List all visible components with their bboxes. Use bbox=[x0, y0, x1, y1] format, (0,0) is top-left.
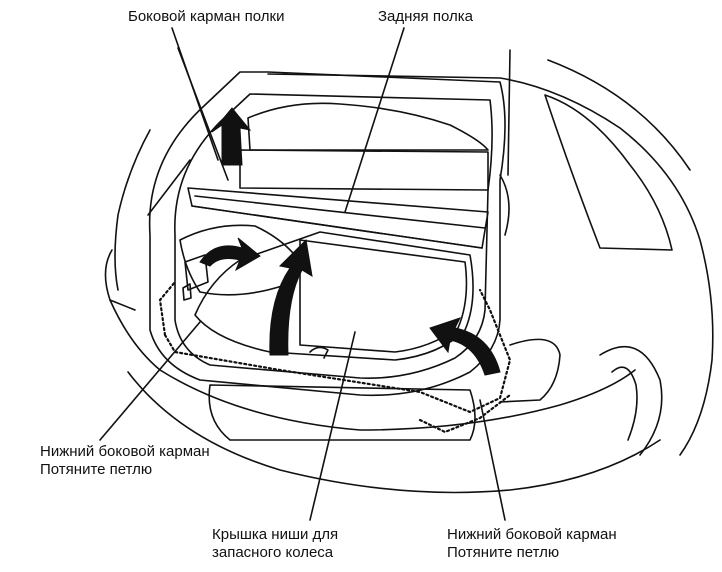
right-wheel-arch bbox=[599, 345, 663, 456]
label-lower-side-pocket-left: Нижний боковой карман Потяните петлю bbox=[40, 443, 210, 479]
rear-shelf-edge bbox=[191, 205, 483, 249]
car-roof-outline bbox=[267, 73, 714, 456]
left-pocket-arrow bbox=[199, 237, 261, 272]
label-lower-side-pocket-right: Нижний боковой карман Потяните петлю bbox=[447, 526, 617, 562]
rear-bumper bbox=[109, 299, 636, 431]
right-rear-window bbox=[544, 94, 673, 251]
label-lower-left-line1: Нижний боковой карман bbox=[40, 443, 210, 460]
left-pocket-loop bbox=[182, 283, 192, 301]
label-lower-left-line2: Потяните петлю bbox=[40, 461, 153, 478]
right-gas-strut bbox=[507, 49, 511, 176]
bumper-lower-edge bbox=[127, 371, 661, 494]
rear-shelf-front-lip bbox=[194, 195, 486, 229]
spare-cover-panel bbox=[299, 239, 468, 353]
right-tail-light bbox=[499, 338, 561, 403]
shelf-pocket-arrow bbox=[211, 107, 252, 166]
right-wheel bbox=[611, 366, 638, 441]
left-gas-strut-rod bbox=[147, 159, 191, 216]
rear-window-glass bbox=[247, 102, 489, 151]
left-body-panel bbox=[114, 129, 151, 291]
label-lower-right-line2: Потяните петлю bbox=[447, 544, 560, 561]
label-rear-shelf: Задняя полка bbox=[378, 8, 473, 25]
lower-pocket-dotted-outline-left bbox=[158, 280, 177, 337]
car-right-quarter-panel bbox=[547, 59, 691, 171]
leader-lower-right bbox=[479, 399, 506, 521]
left-lower-pocket bbox=[184, 254, 209, 291]
leader-rear-shelf bbox=[344, 27, 405, 213]
lower-pocket-dotted-outline bbox=[163, 288, 512, 414]
trunk-floor bbox=[194, 231, 474, 361]
license-plate-recess bbox=[208, 384, 476, 441]
right-hinge bbox=[499, 174, 510, 236]
label-spare-cover-line2: запасного колеса bbox=[212, 544, 334, 561]
leader-spare-cover bbox=[309, 331, 356, 521]
cargo-back-wall bbox=[239, 149, 489, 191]
rear-shelf-board bbox=[187, 187, 489, 249]
label-spare-wheel-cover: Крышка ниши для запасного колеса bbox=[212, 526, 338, 562]
leader-lower-left bbox=[99, 321, 201, 441]
label-shelf-side-pocket: Боковой карман полки bbox=[128, 8, 285, 25]
right-pocket-arrow bbox=[429, 317, 501, 376]
label-spare-cover-line1: Крышка ниши для bbox=[212, 526, 339, 543]
spare-cover-arrow bbox=[269, 238, 313, 356]
spare-cover-handle bbox=[309, 346, 329, 359]
leader-shelf-pocket bbox=[171, 27, 219, 161]
trunk-opening-inner bbox=[174, 93, 493, 379]
lower-pocket-dotted-outline-right bbox=[418, 393, 512, 434]
label-lower-right-line1: Нижний боковой карман bbox=[447, 526, 617, 543]
